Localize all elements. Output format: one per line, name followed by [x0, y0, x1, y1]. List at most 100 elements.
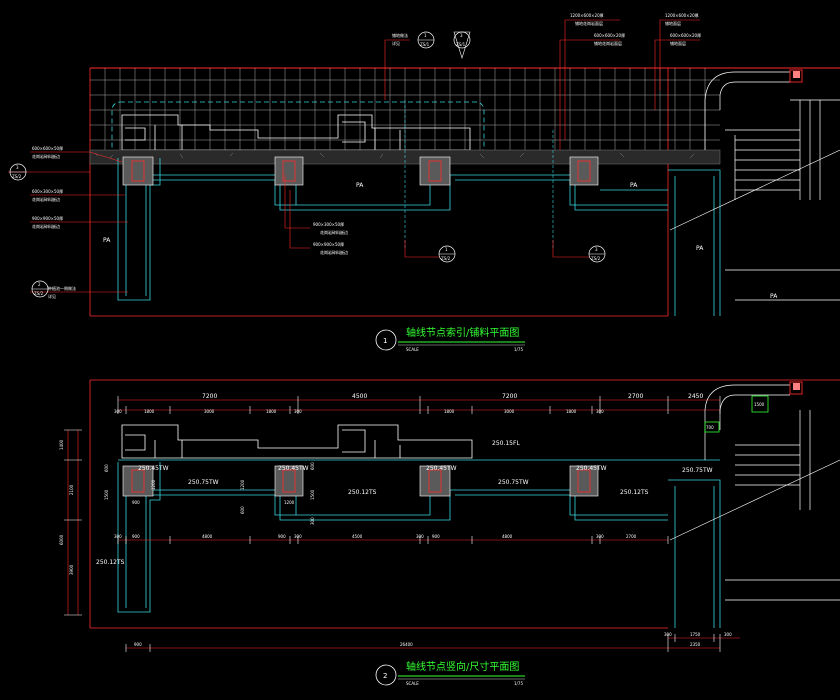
callout-bottom-1b: 花岗岩碎料嵌边 [320, 229, 348, 235]
svg-text:ZS/2: ZS/2 [441, 256, 451, 261]
svg-text:2: 2 [38, 282, 41, 287]
svg-text:1/75: 1/75 [514, 681, 523, 686]
bottom-first-dim: 900 [134, 642, 142, 647]
top-dim-1: 7200 [202, 393, 217, 400]
pa-label-2: PA [630, 182, 638, 189]
plan-2-title-text: 轴线节点竖向/尺寸平面图 [406, 660, 519, 673]
callout-top-5a: 铺地做法 [392, 32, 408, 38]
mid-dim-4: 900 [278, 534, 286, 539]
bottom-right-dim-1: 300 [664, 632, 672, 637]
top-callouts [384, 19, 700, 150]
callout-top-1b: 铺地面层 [665, 20, 681, 26]
sub-dim-5: 300 [294, 409, 302, 414]
stair-structure [704, 71, 840, 301]
small-dim-6: 600 [310, 462, 315, 470]
callout-left-3a: 900×900×50厚 [32, 216, 63, 221]
svg-text:1: 1 [445, 247, 448, 252]
mid-dim-7: 300 [416, 534, 424, 539]
left-dim-2: 2100 [69, 484, 74, 495]
small-dim-1: 1200 [151, 479, 156, 490]
svg-text:SCALE: SCALE [406, 347, 419, 352]
index-mark-bottom-1: 1 ZS/2 [438, 245, 456, 263]
sub-dim-1: 300 [114, 409, 122, 414]
sub-dim-4: 1800 [266, 409, 277, 414]
sub-dim-7: 3000 [504, 409, 515, 414]
pa-label-3: PA [103, 237, 111, 244]
small-dim-5: 1500 [310, 489, 315, 500]
svg-text:3: 3 [460, 33, 463, 38]
callout-top-2b: 铺地面层 [670, 40, 686, 46]
stair-dim-1: 1500 [754, 402, 765, 407]
stair-dim-2: 700 [706, 425, 714, 430]
svg-text:3: 3 [595, 247, 598, 252]
top-dim-3: 7200 [502, 393, 517, 400]
index-mark-left-1: 3 ZS/2 [9, 163, 27, 181]
mid-dim-10: 300 [596, 534, 604, 539]
left-small-1: 600 [104, 464, 109, 472]
index-mark-top-1: 1 ZS/1 [417, 31, 435, 49]
index-mark-left-2: 2 ZS/2 [31, 280, 49, 298]
svg-text:1/75: 1/75 [514, 347, 523, 352]
paving-grid [90, 68, 720, 150]
left-dim-1: 1400 [59, 439, 64, 450]
mid-dim-9: 4800 [502, 534, 513, 539]
small-dim-8: 1200 [284, 500, 295, 505]
left-callouts [8, 151, 128, 293]
callout-top-4b: 铺地花岗岩面层 [594, 40, 622, 46]
bottom-right-total: 2350 [690, 642, 701, 647]
callout-left-2b: 花岗岩碎料嵌边 [32, 196, 60, 202]
top-dim-5: 2450 [688, 393, 703, 400]
callout-bottom-2a: 900×900×50厚 [313, 242, 344, 247]
elev-tw-3: 250.45TW [426, 465, 457, 472]
callout-top-5b: 详见 [392, 40, 400, 46]
callout-left-2a: 600×300×50厚 [32, 189, 63, 194]
svg-text:1: 1 [424, 33, 427, 38]
elev-ts-3: 250.12TS [96, 559, 125, 566]
elev-fl: 250.15FL [492, 440, 520, 447]
mid-dim-3: 4800 [202, 534, 213, 539]
svg-text:ZS/2: ZS/2 [34, 291, 44, 296]
svg-text:SCALE: SCALE [406, 681, 419, 686]
mid-dim-1: 300 [114, 534, 122, 539]
svg-text:ZS/2: ZS/2 [591, 256, 601, 261]
index-mark-bottom-2: 3 ZS/2 [588, 245, 606, 263]
bottom-total-dim: 26400 [400, 642, 413, 647]
plan-2-title: 2 轴线节点竖向/尺寸平面图 SCALE 1/75 [375, 660, 525, 686]
svg-text:2: 2 [383, 672, 387, 680]
callout-top-4a: 600×600×20厚 [594, 33, 625, 38]
svg-text:1: 1 [383, 337, 387, 345]
pa-label-4: PA [696, 245, 704, 252]
sub-dim-8: 1800 [566, 409, 577, 414]
left-dim-4: 3900 [69, 564, 74, 575]
small-dim-3: 1200 [240, 479, 245, 490]
callout-left-4b: 详见 [48, 293, 56, 299]
sub-dim-2: 1800 [144, 409, 155, 414]
pa-label-5: PA [770, 293, 778, 300]
mid-dim-11: 2700 [626, 534, 637, 539]
svg-text:ZS/1: ZS/1 [456, 42, 466, 47]
mid-dim-6: 4500 [352, 534, 363, 539]
small-dim-7: 300 [310, 517, 315, 525]
callout-left-1b: 花岗岩碎料嵌边 [32, 153, 60, 159]
sub-dim-9: 300 [596, 409, 604, 414]
callout-left-3b: 花岗岩碎料嵌边 [32, 223, 60, 229]
index-mark-top-2: 3 ZS/1 [453, 31, 471, 60]
mid-dim-8: 900 [432, 534, 440, 539]
mid-dim-5: 300 [294, 534, 302, 539]
svg-text:3: 3 [16, 165, 19, 170]
callout-top-3b: 铺地花岗岩面层 [575, 20, 603, 26]
elev-tw-6: 250.75TW [498, 479, 529, 486]
top-dim-2: 4500 [352, 393, 367, 400]
plan-1-title-text: 轴线节点索引/铺料平面图 [406, 326, 519, 339]
left-small-2: 1500 [104, 489, 109, 500]
elev-tw-2: 250.45TW [278, 465, 309, 472]
elev-ts-2: 250.12TS [620, 489, 649, 496]
callout-bottom-1a: 900×300×50厚 [313, 222, 344, 227]
elev-tw-1: 250.45TW [138, 465, 169, 472]
callout-bottom-2b: 花岗岩碎料嵌边 [320, 249, 348, 255]
pa-label-1: PA [356, 182, 364, 189]
callout-top-3a: 1200×600×20厚 [570, 13, 604, 18]
callout-left-1a: 600×600×50厚 [32, 146, 63, 151]
sub-dim-3: 3000 [204, 409, 215, 414]
